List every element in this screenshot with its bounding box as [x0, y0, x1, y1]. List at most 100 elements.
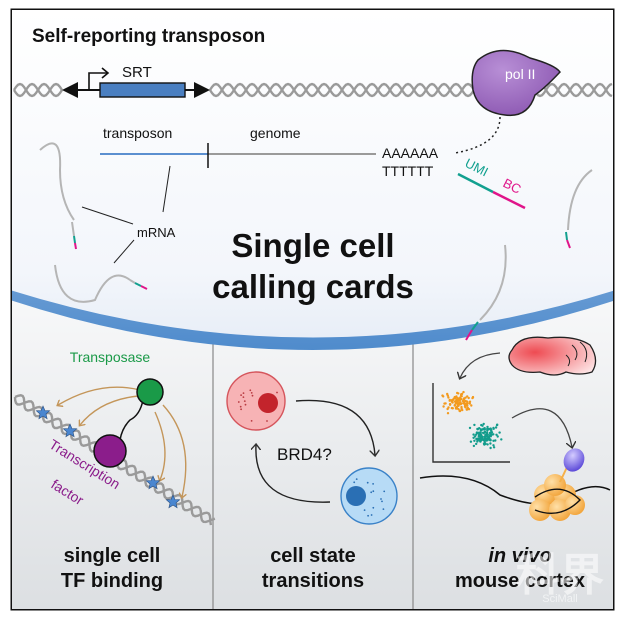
red-cell-nucleus — [258, 393, 278, 413]
cell-dot — [382, 508, 385, 510]
scatter-point — [473, 435, 477, 438]
scatter-point — [481, 428, 484, 431]
teal-cluster — [468, 422, 503, 450]
scatter-point — [448, 398, 451, 402]
purple-oval — [563, 448, 585, 472]
cluster-to-chromatin-arrow — [511, 408, 572, 447]
bc-label: BC — [501, 175, 524, 197]
scatter-axes — [432, 383, 510, 463]
scatter-point — [468, 402, 471, 405]
scatter-point — [441, 394, 444, 397]
cell-dot — [251, 394, 254, 397]
scatter-point — [477, 433, 481, 437]
scatter-point — [486, 443, 489, 446]
scatter-point — [456, 391, 459, 395]
scatter-point — [479, 437, 483, 440]
blue-cell-nucleus — [346, 486, 366, 506]
blue-cell-dots — [353, 478, 386, 517]
cell-dot — [237, 401, 240, 403]
scatter-point — [466, 400, 469, 404]
transition-arrow-back — [256, 445, 331, 503]
scatter-point — [486, 428, 490, 431]
scatter-point — [484, 433, 487, 437]
scatter-point — [483, 441, 486, 444]
scatter-point — [460, 398, 463, 401]
watermark-scimall: SciMall — [542, 593, 577, 605]
scatter-point — [488, 433, 492, 437]
transposition-arrow-1 — [58, 386, 141, 405]
scatter-point — [475, 433, 478, 436]
scatter-point — [492, 444, 495, 447]
cell-dot — [244, 403, 247, 406]
scatter-point — [496, 423, 499, 426]
cell-dot — [250, 420, 253, 422]
umi-segment — [457, 172, 494, 194]
caption-cell-line2: transitions — [262, 570, 364, 592]
insertion-stars — [35, 405, 181, 509]
cell-dot — [250, 392, 253, 394]
title-self-reporting-transposon: Self-reporting transposon — [32, 26, 265, 47]
scatter-point — [450, 400, 454, 403]
scatter-point — [494, 426, 498, 429]
brain-to-plot-arrow — [460, 352, 501, 378]
caption-tf-line1: single cell — [64, 545, 161, 567]
cell-dot — [372, 483, 374, 485]
transition-arrow-forward — [295, 399, 375, 455]
scatter-point — [456, 403, 460, 407]
scatter-point — [459, 402, 463, 405]
tf-circle — [93, 434, 127, 468]
scatter-point — [457, 407, 460, 411]
left-arrow-icon — [62, 82, 78, 98]
cell-dot — [383, 490, 386, 493]
transposase-circle — [136, 378, 164, 406]
mrna-label: mRNA — [137, 225, 176, 240]
watermark-cjk: 科界 — [516, 551, 604, 600]
panel-in-vivo: in vivo mouse cortex — [419, 336, 611, 592]
scatter-point — [458, 397, 461, 400]
transposition-arrow-3 — [154, 411, 166, 480]
tether-linker — [119, 399, 144, 441]
scatter-point — [446, 412, 450, 415]
scatter-point — [495, 433, 498, 436]
cell-dot — [266, 420, 268, 422]
cell-dot — [381, 500, 383, 503]
scatter-point — [456, 400, 459, 404]
cell-dot — [353, 481, 356, 484]
scatter-point — [453, 404, 456, 407]
scatter-point — [498, 431, 501, 434]
scatter-point — [455, 407, 458, 410]
scatter-point — [486, 433, 489, 436]
cell-dot — [355, 478, 358, 480]
cell-dot — [240, 394, 243, 396]
cell-dot — [380, 498, 382, 500]
scatter-point — [476, 439, 479, 442]
scatter-point — [475, 442, 478, 446]
genome-label: genome — [250, 125, 301, 141]
scatter-point — [478, 427, 481, 430]
scatter-point — [482, 432, 485, 435]
caption-vivo-line2: mouse cortex — [455, 570, 585, 592]
scatter-point — [500, 438, 503, 441]
transposase-label: Transposase — [70, 349, 151, 365]
scatter-point — [483, 428, 486, 431]
chromatin-fiber — [419, 475, 611, 505]
scatter-point — [483, 443, 486, 446]
cell-dot — [372, 490, 375, 493]
cell-dot — [372, 506, 375, 509]
scatter-point — [443, 402, 446, 405]
main-title-line1: Single cell — [231, 227, 394, 264]
insertion-star-icon — [62, 423, 78, 438]
scatter-point — [464, 396, 467, 399]
scatter-point — [454, 402, 457, 405]
scatter-point — [455, 395, 458, 398]
scatter-point — [484, 435, 487, 439]
cell-dot — [370, 491, 373, 494]
caption-vivo-line1: in vivo — [488, 545, 551, 567]
scatter-point — [455, 398, 458, 402]
red-cell-dots — [237, 389, 278, 422]
transposition-arrow-4 — [162, 404, 186, 497]
cell-dot — [367, 514, 369, 517]
scatter-point — [465, 403, 469, 406]
scatter-point — [468, 426, 472, 430]
srt-label: SRT — [122, 64, 152, 81]
